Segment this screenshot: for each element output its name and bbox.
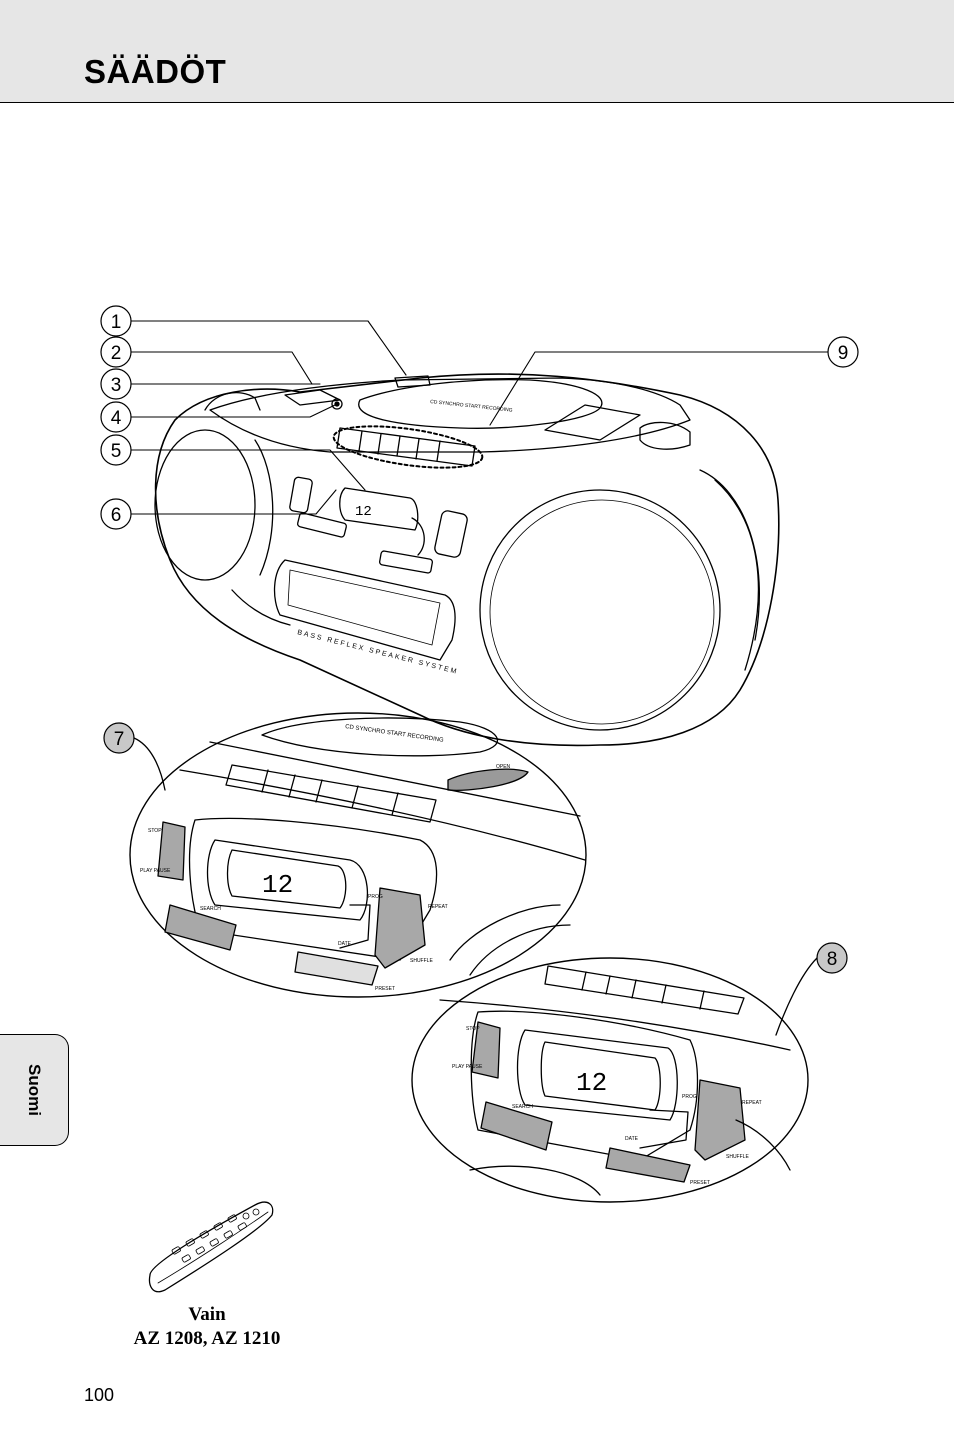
zoom-detail-8: 12 STOP PLAY PAUSE SEARCH PROG REPEAT SH… xyxy=(411,957,818,1203)
zoom8-display-digits: 12 xyxy=(576,1068,607,1098)
zoom-detail-7: CD SYNCHRO START RECORDING 12 STOP PLAY … xyxy=(129,712,587,998)
zoom7-preset-label: PRESET xyxy=(375,986,395,992)
language-tab: Suomi xyxy=(0,1034,69,1146)
zoom7-date-label: DATE xyxy=(338,941,352,947)
cd-sync-top-label: CD SYNCHRO START RECORDING xyxy=(430,399,513,414)
zoom7-play-pause-label: PLAY PAUSE xyxy=(140,868,171,874)
remote-note-line2: AZ 1208, AZ 1210 xyxy=(133,1328,281,1349)
callout-leaders xyxy=(130,320,829,515)
remote-note-line1: Vain xyxy=(188,1304,226,1325)
zoom8-date-label: DATE xyxy=(625,1136,639,1142)
callout-3: 3 xyxy=(111,375,122,396)
callout-8: 8 xyxy=(827,949,838,970)
remote-control-drawing xyxy=(148,1201,274,1293)
zoom7-display-digits: 12 xyxy=(262,870,293,900)
zoom8-shuffle-label: SHUFFLE xyxy=(726,1154,749,1160)
zoom8-prog-label: PROG xyxy=(682,1094,697,1100)
zoom7-cd-sync-label: CD SYNCHRO START RECORDING xyxy=(345,724,445,744)
page-header: SÄÄDÖT xyxy=(0,0,954,103)
main-display-digits: 12 xyxy=(355,504,372,520)
callout-4: 4 xyxy=(111,408,122,429)
zoom7-shuffle-label: SHUFFLE xyxy=(410,958,433,964)
zoom8-preset-label: PRESET xyxy=(690,1180,710,1186)
main-boombox-drawing: CD SYNCHRO START RECORDING BASS REFLEX S… xyxy=(154,373,780,747)
zoom8-stop-label: STOP xyxy=(466,1026,480,1032)
callout-7: 7 xyxy=(114,729,125,750)
zoom7-stop-label: STOP xyxy=(148,828,162,834)
callout-9: 9 xyxy=(838,343,849,364)
language-tab-label: Suomi xyxy=(25,1064,44,1116)
page-title: SÄÄDÖT xyxy=(84,53,227,90)
zoom7-search-label: SEARCH xyxy=(200,906,221,912)
zoom7-open-label: OPEN xyxy=(496,764,511,770)
callout-6: 6 xyxy=(111,505,122,526)
callout-5: 5 xyxy=(111,441,122,462)
zoom8-play-pause-label: PLAY PAUSE xyxy=(452,1064,483,1070)
zoom7-repeat-label: REPEAT xyxy=(428,904,448,910)
zoom8-repeat-label: REPEAT xyxy=(742,1100,762,1106)
callout-2: 2 xyxy=(111,343,122,364)
callout-circles xyxy=(100,305,859,974)
page-number: 100 xyxy=(84,1385,115,1405)
remote-note: Vain AZ 1208, AZ 1210 xyxy=(110,1303,304,1351)
callout-1: 1 xyxy=(111,312,122,333)
zoom8-search-label: SEARCH xyxy=(512,1104,533,1110)
zoom7-prog-label: PROG xyxy=(368,894,383,900)
